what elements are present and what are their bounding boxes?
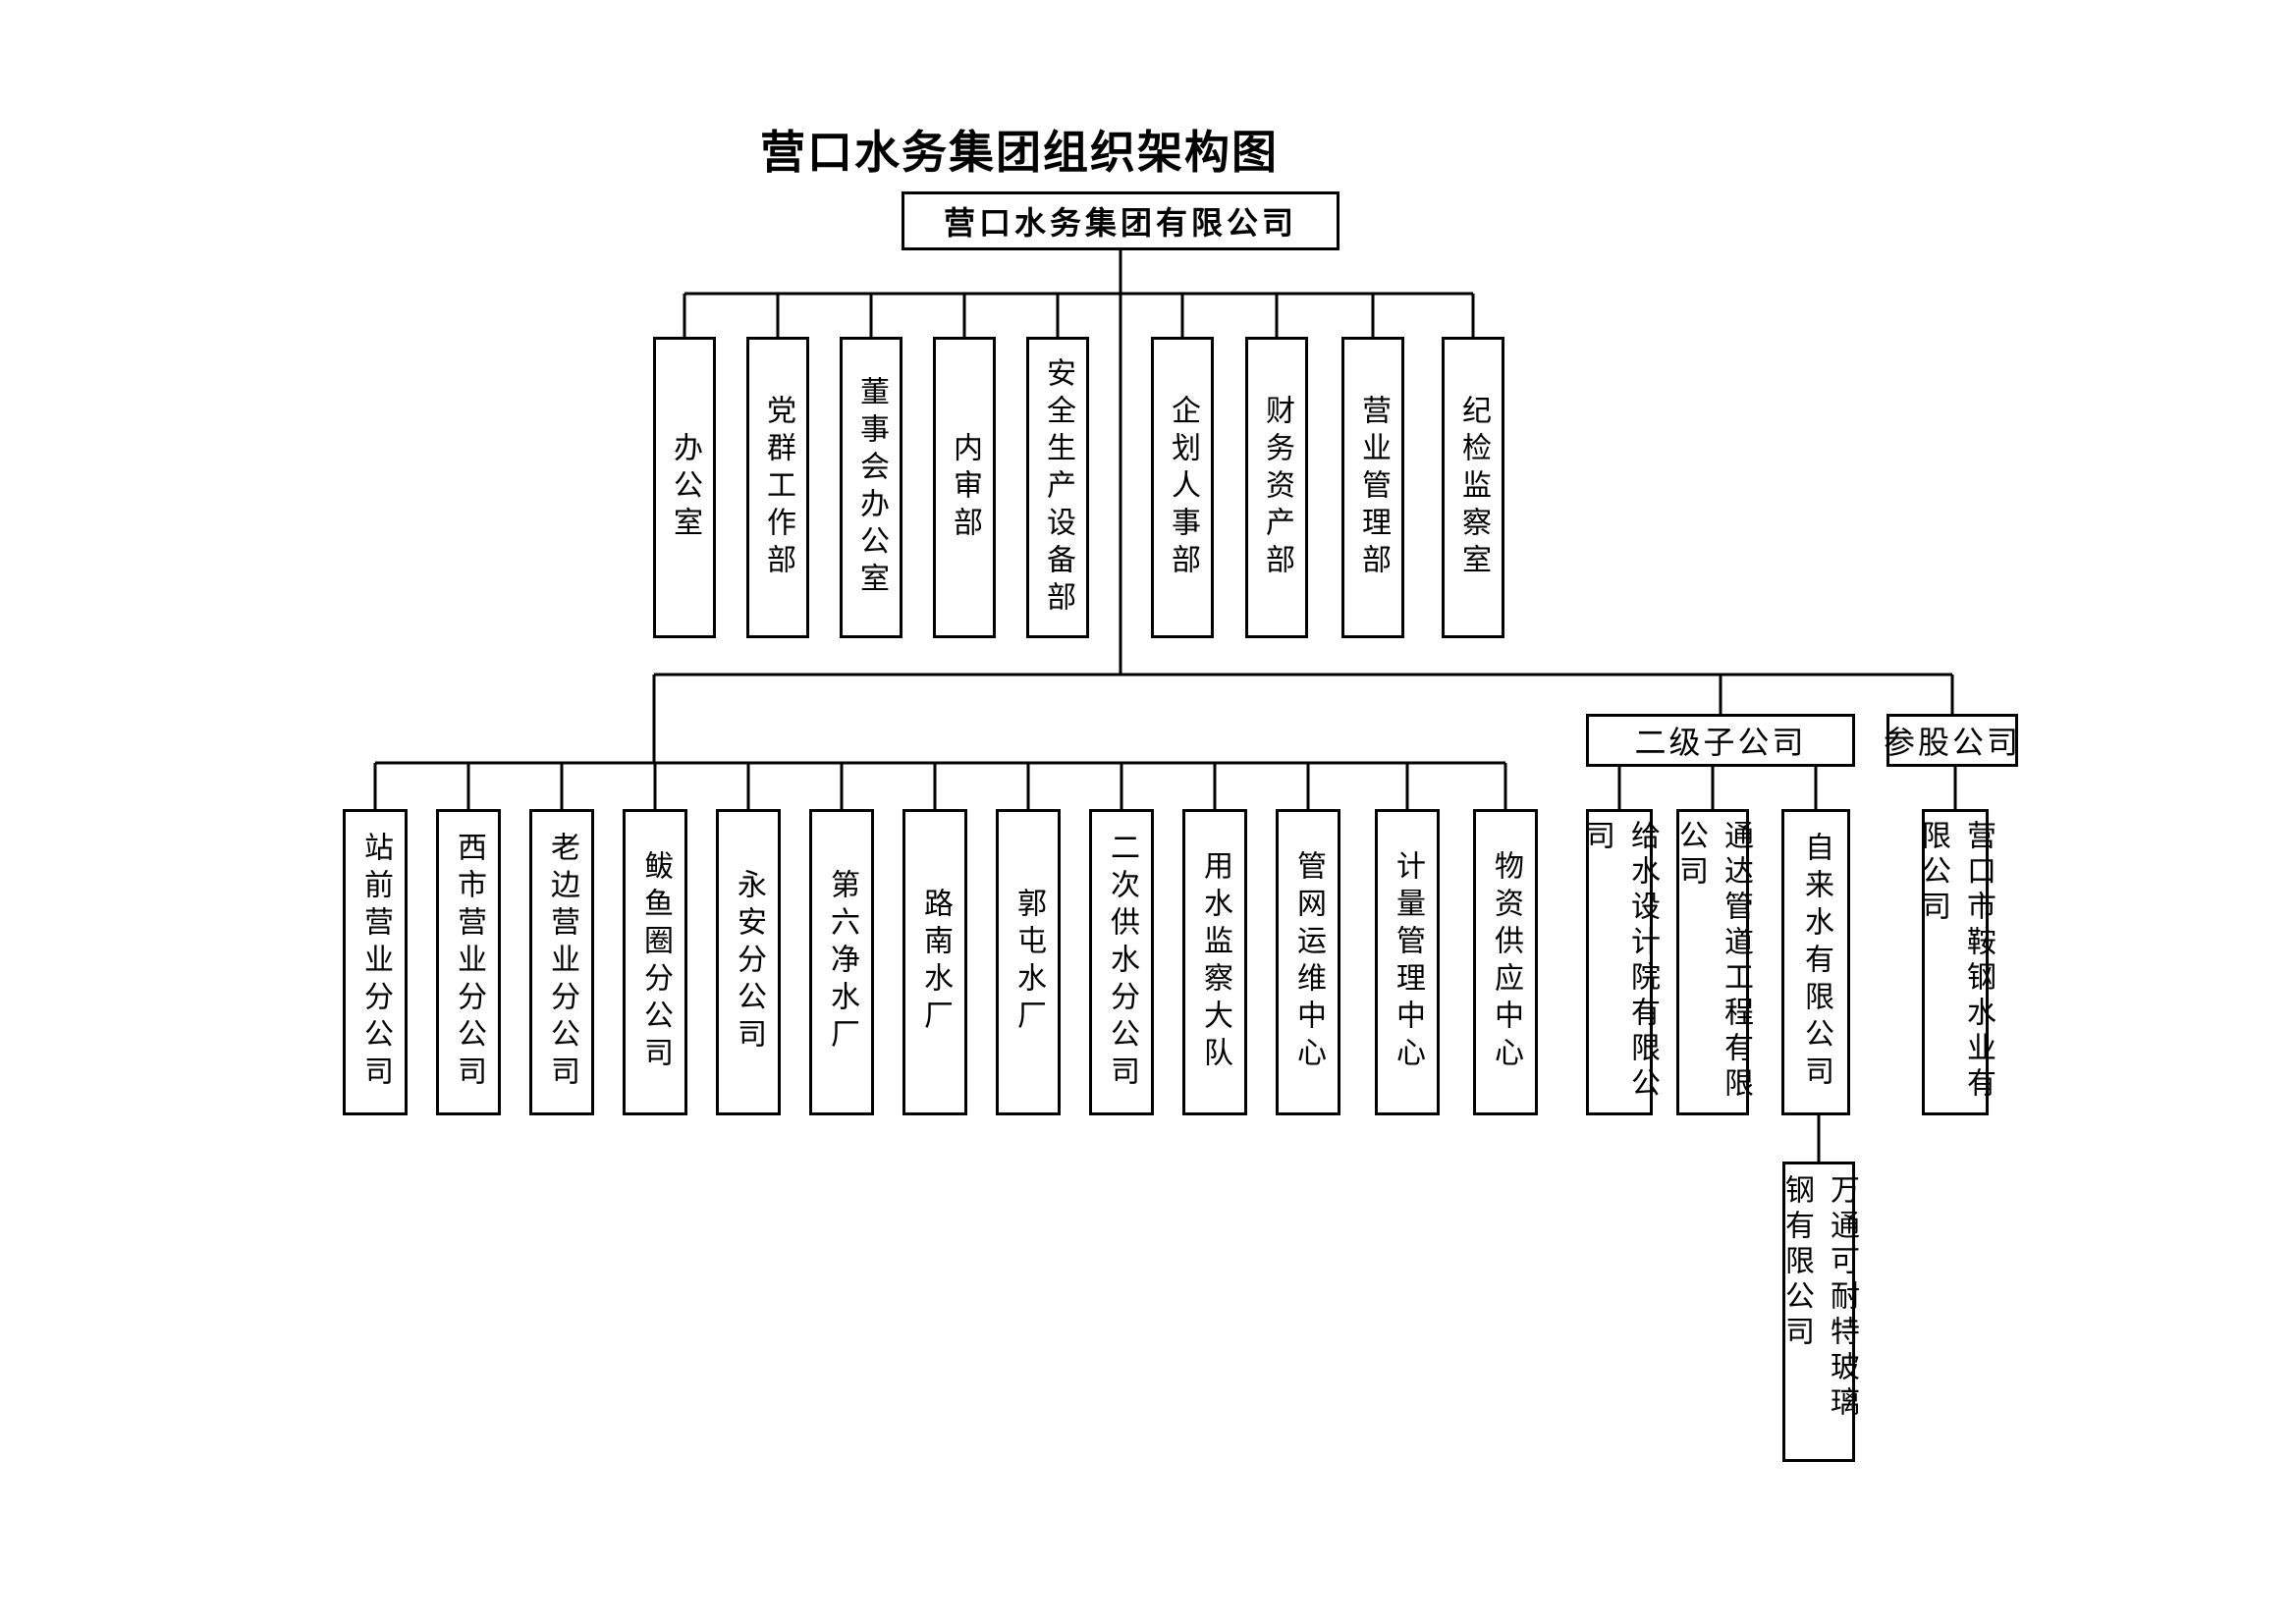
department-box-finance: 财务资产部 [1245,337,1308,638]
department-box-hr: 企划人事部 [1151,337,1214,638]
branch-box: 第六净水厂 [809,809,874,1115]
branch-box: 物资供应中心 [1473,809,1538,1115]
department-label: 纪检监察室 [1456,394,1491,581]
department-box-board-office: 董事会办公室 [840,337,902,638]
subsidiary-label: 万通可耐特玻璃钢有限公司 [1779,1174,1859,1422]
department-label: 营业管理部 [1356,394,1391,581]
branch-label: 鲅鱼圈分公司 [638,850,673,1074]
branch-box: 鲅鱼圈分公司 [623,809,687,1115]
branch-label: 老边营业分公司 [545,832,579,1093]
secondary-subsidiaries-box: 二级子公司 [1586,714,1855,767]
branch-label: 物资供应中心 [1489,850,1523,1074]
branch-box: 老边营业分公司 [529,809,594,1115]
branch-label: 郭屯水厂 [1011,888,1046,1037]
department-box-office: 办公室 [653,337,716,638]
equity-companies-box: 参股公司 [1884,714,2022,767]
branch-box: 西市营业分公司 [436,809,501,1115]
equity-box-angang-water: 营口市鞍钢水业有限公司 [1916,809,1995,1115]
branch-label: 路南水厂 [918,888,953,1037]
branch-box: 二次供水分公司 [1089,809,1154,1115]
department-box-discipline: 纪检监察室 [1442,337,1504,638]
root-company-box: 营口水务集团有限公司 [902,191,1339,250]
department-label: 党群工作部 [761,394,795,581]
branch-label: 用水监察大队 [1198,850,1232,1074]
department-label: 企划人事部 [1166,394,1200,581]
chart-title: 营口水务集团组织架构图 [760,126,1279,179]
department-box-party: 党群工作部 [746,337,809,638]
department-label: 董事会办公室 [854,375,889,600]
branch-box: 管网运维中心 [1276,809,1340,1115]
branch-label: 第六净水厂 [825,869,859,1055]
branch-box: 永安分公司 [716,809,781,1115]
subsidiary-box-design-institute: 给水设计院有限公司 [1580,809,1660,1115]
equity-company-label: 营口市鞍钢水业有限公司 [1916,820,1995,1103]
subsidiary-box-wantong-frp: 万通可耐特玻璃钢有限公司 [1779,1162,1859,1462]
department-box-audit: 内审部 [933,337,996,638]
department-label: 财务资产部 [1260,394,1294,581]
subsidiary-box-tap-water: 自来水有限公司 [1781,809,1850,1115]
subsidiary-label: 通达管道工程有限公司 [1673,820,1753,1103]
subsidiary-label: 给水设计院有限公司 [1580,820,1660,1103]
branch-label: 管网运维中心 [1291,850,1326,1074]
department-box-business: 营业管理部 [1341,337,1404,638]
subsidiary-box-tongda-pipeline: 通达管道工程有限公司 [1673,809,1753,1115]
branch-box: 用水监察大队 [1182,809,1247,1115]
subsidiary-label: 自来水有限公司 [1799,832,1833,1093]
branch-box: 计量管理中心 [1375,809,1440,1115]
equity-companies-label: 参股公司 [1884,724,2022,761]
department-label: 内审部 [948,431,982,544]
branch-box: 站前营业分公司 [343,809,408,1115]
branch-label: 西市营业分公司 [452,832,486,1093]
branch-box: 路南水厂 [902,809,967,1115]
branch-label: 永安分公司 [732,869,766,1055]
department-box-safety: 安全生产设备部 [1026,337,1089,638]
root-company-label: 营口水务集团有限公司 [943,204,1297,242]
branch-label: 计量管理中心 [1391,850,1425,1074]
branch-label: 站前营业分公司 [358,832,393,1093]
branch-box: 郭屯水厂 [996,809,1061,1115]
secondary-subsidiaries-label: 二级子公司 [1634,724,1807,761]
department-label: 办公室 [668,431,702,544]
department-label: 安全生产设备部 [1041,356,1075,619]
branch-label: 二次供水分公司 [1105,832,1139,1093]
